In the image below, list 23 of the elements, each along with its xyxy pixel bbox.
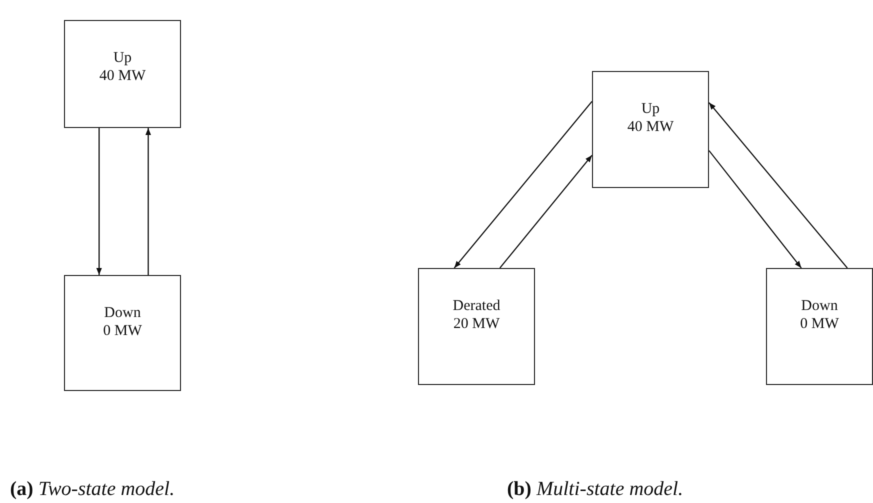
state-label: 20 MW: [453, 315, 500, 333]
state-box: [766, 268, 873, 385]
state-label: Up: [113, 49, 132, 67]
state-box: [592, 71, 709, 188]
state-label: 40 MW: [99, 67, 146, 85]
state-label: Down: [104, 304, 141, 322]
arrow: [145, 128, 152, 275]
subfigure-caption: (a) Two-state model.: [10, 478, 175, 501]
arrow: [708, 102, 848, 268]
arrow: [708, 150, 802, 268]
state-box: [64, 275, 181, 391]
state-label: Up: [641, 100, 660, 118]
state-label: 40 MW: [627, 118, 674, 136]
arrow: [454, 101, 592, 268]
state-label: 0 MW: [800, 315, 839, 333]
subfigure-caption: (b) Multi-state model.: [507, 478, 684, 501]
arrow: [499, 154, 592, 268]
state-label: 0 MW: [103, 322, 142, 340]
arrow: [96, 128, 102, 275]
state-box: [418, 268, 535, 385]
state-label: Down: [801, 297, 838, 315]
state-label: Derated: [452, 297, 500, 315]
state-box: [64, 20, 181, 128]
